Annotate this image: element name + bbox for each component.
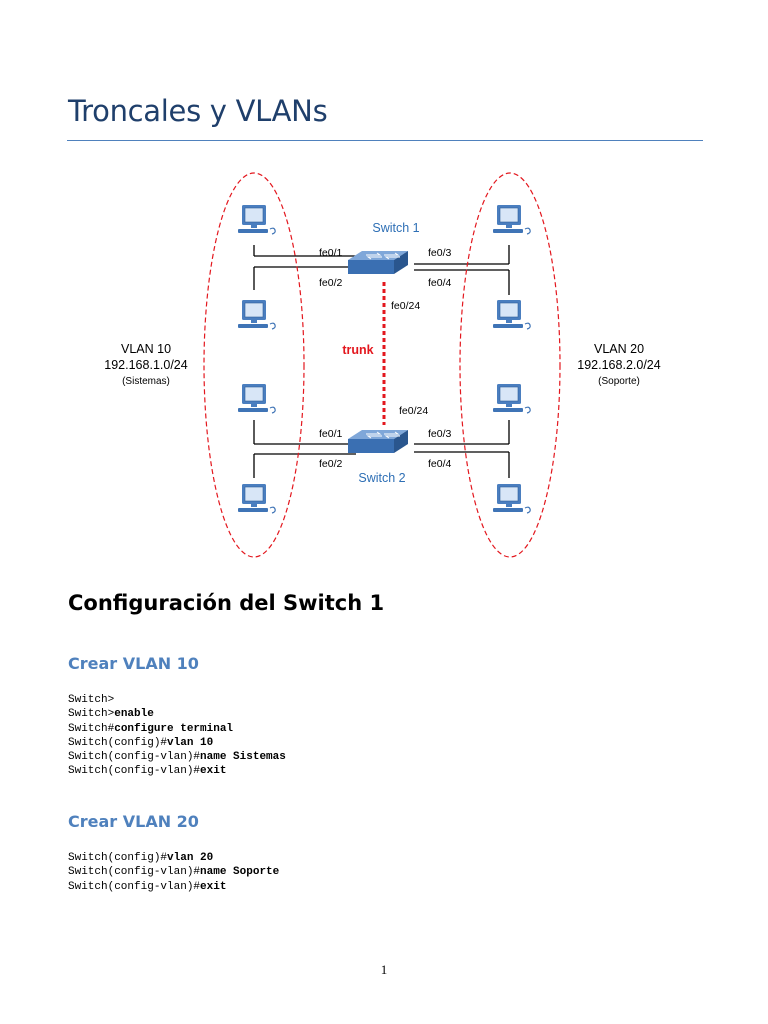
page-title: Troncales y VLANs [68, 94, 328, 128]
port-label: fe0/24 [391, 300, 420, 312]
port-label: fe0/3 [428, 247, 452, 259]
subsection-heading-vlan20: Crear VLAN 20 [68, 812, 199, 831]
title-rule [67, 140, 703, 141]
port-label: fe0/1 [319, 247, 343, 259]
port-label: fe0/3 [428, 428, 452, 440]
pc-icon [492, 483, 531, 514]
vlan20-group [459, 172, 561, 558]
port-label: fe0/2 [319, 458, 343, 470]
vlan20-group-label: (Soporte) [598, 376, 640, 387]
port-label: fe0/24 [399, 405, 428, 417]
switch2-label: Switch 2 [358, 471, 405, 485]
vlan20-name: VLAN 20 [594, 342, 644, 356]
switch-icon [347, 429, 409, 454]
network-diagram: Switch 1 Switch 2 trunk fe0/1 fe0/2 fe0/… [104, 172, 661, 558]
port-label: fe0/2 [319, 277, 343, 289]
code-line: Switch>enable [68, 708, 154, 721]
subsection-heading-vlan10: Crear VLAN 10 [68, 654, 199, 673]
pc-icon [492, 383, 531, 414]
section-heading: Configuración del Switch 1 [68, 591, 385, 615]
trunk-label: trunk [342, 343, 373, 357]
page-number: 1 [380, 962, 388, 977]
links [253, 245, 510, 478]
code-line: Switch(config-vlan)#name Soporte [68, 866, 280, 879]
port-label: fe0/4 [428, 458, 452, 470]
vlan20-subnet: 192.168.2.0/24 [577, 358, 660, 372]
port-label: fe0/4 [428, 277, 452, 289]
code-block-vlan20: Switch(config)#vlan 20 Switch(config-vlan… [68, 851, 279, 894]
pc-icon [237, 299, 276, 330]
vlan10-subnet: 192.168.1.0/24 [104, 358, 187, 372]
pc-icon [492, 299, 531, 330]
pc-icon [237, 483, 276, 514]
port-label: fe0/1 [319, 428, 343, 440]
vlan10-group-label: (Sistemas) [122, 376, 170, 387]
switch1-label: Switch 1 [372, 221, 419, 235]
pc-icon [492, 204, 531, 235]
pc-icon [237, 204, 276, 235]
code-line: Switch> [68, 694, 115, 706]
pc-icon [237, 383, 276, 414]
code-line: Switch(config)#vlan 20 [68, 852, 214, 864]
code-line: Switch(config)#vlan 10 [68, 736, 214, 749]
code-line: Switch(config-vlan)#exit [68, 765, 227, 778]
switch-icon [347, 250, 409, 275]
code-line: Switch(config-vlan)#exit [68, 880, 227, 893]
vlan10-name: VLAN 10 [121, 342, 171, 356]
vlan10-group [203, 172, 305, 558]
code-line: Switch#configure terminal [68, 722, 234, 735]
code-line: Switch(config-vlan)#name Sistemas [68, 751, 286, 764]
